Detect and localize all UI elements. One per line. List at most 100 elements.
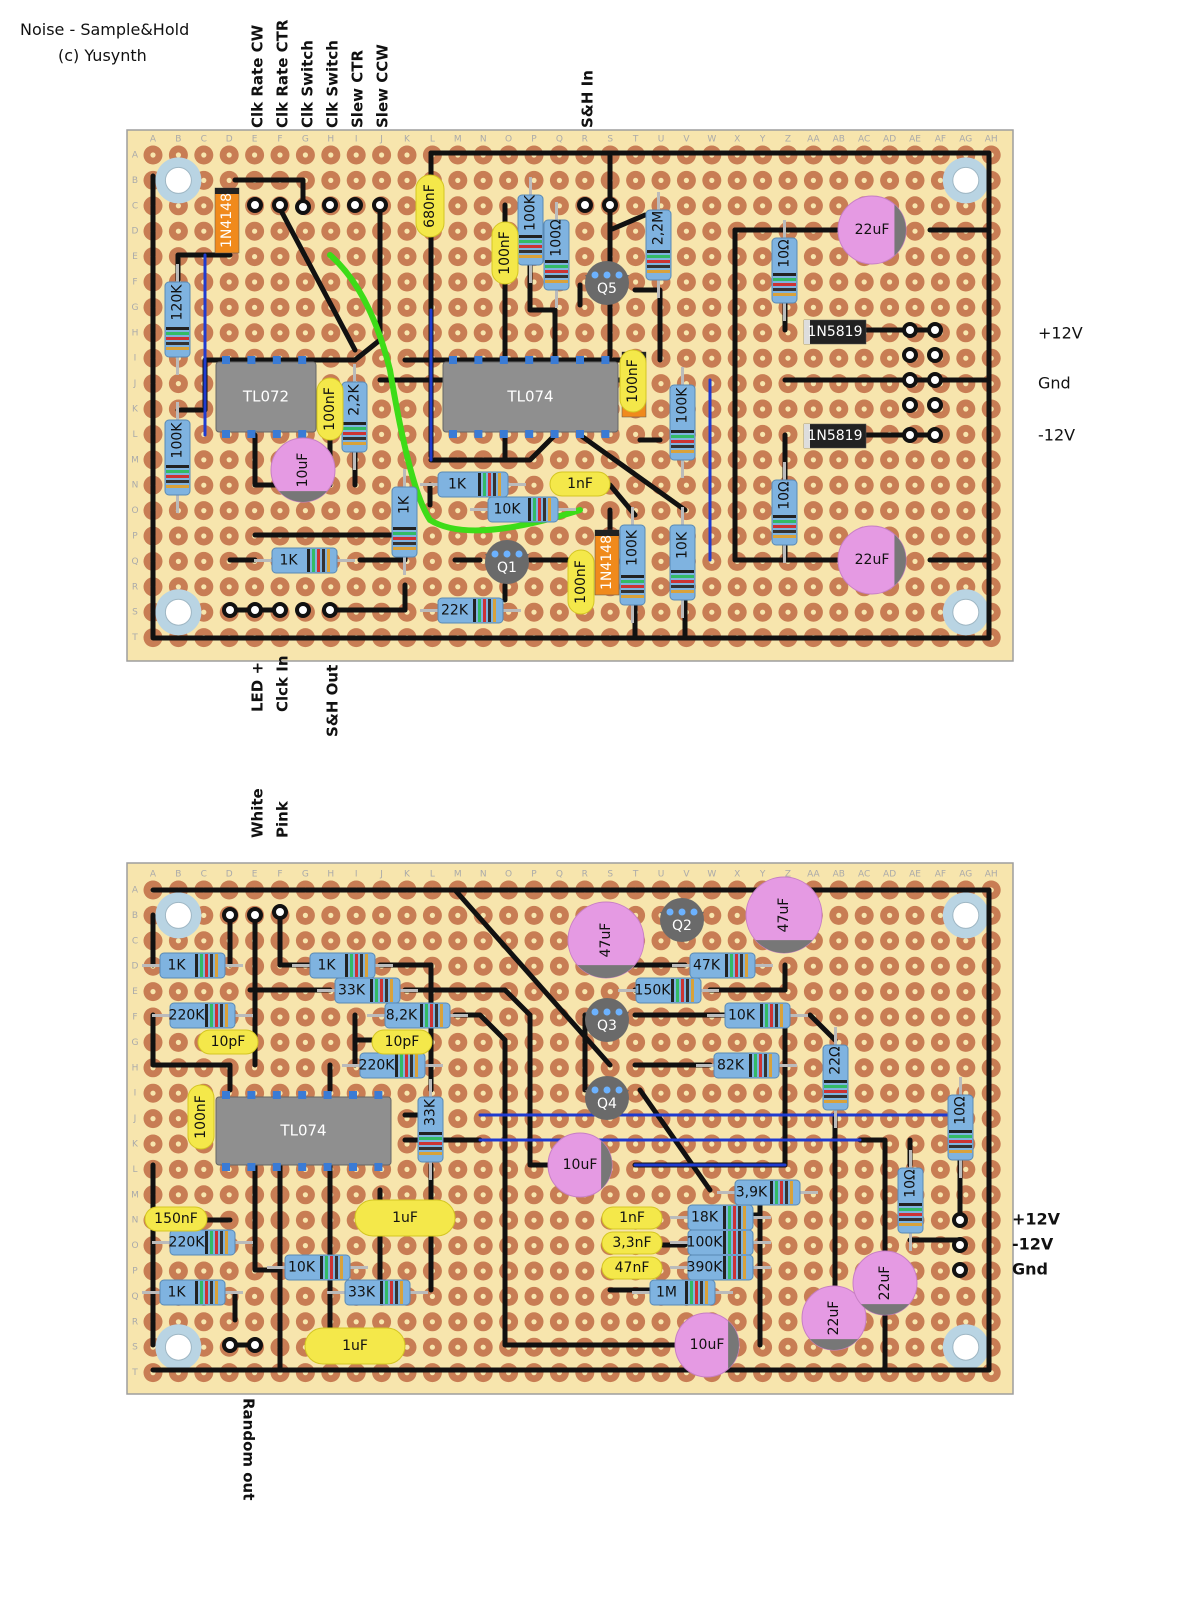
- pad-hole: [455, 304, 461, 310]
- resistor-value: 10K: [675, 531, 691, 559]
- pad-hole: [937, 963, 944, 969]
- pad-hole: [302, 279, 308, 285]
- row-letter: M: [131, 1190, 139, 1200]
- connector-pin: [902, 347, 918, 363]
- pad-hole: [302, 304, 308, 310]
- pad-hole: [785, 1243, 791, 1249]
- connector-pin: [602, 197, 618, 213]
- pad-hole: [709, 177, 715, 183]
- pad-hole: [810, 279, 817, 285]
- resistor-value: 100K: [625, 529, 641, 566]
- power-label: Gnd: [1038, 374, 1071, 393]
- resistor: [649, 1279, 716, 1306]
- pad-hole: [175, 1090, 181, 1096]
- pad-hole: [175, 1268, 181, 1274]
- pad-hole: [582, 228, 588, 234]
- pad-hole: [734, 584, 740, 590]
- pad-hole: [556, 963, 563, 969]
- pad-hole: [760, 1116, 766, 1122]
- pad-hole: [302, 1039, 308, 1045]
- pad-hole: [836, 508, 842, 514]
- capacitor-value: 100nF: [573, 560, 589, 604]
- pad-hole: [556, 1217, 563, 1223]
- resistor-value: 220K: [169, 1235, 206, 1251]
- connector-pin: [902, 397, 918, 413]
- pad-hole: [556, 989, 563, 995]
- pad-hole: [480, 584, 486, 590]
- row-letter: F: [132, 278, 137, 288]
- pad-hole: [734, 1293, 740, 1299]
- pad-hole: [658, 381, 664, 387]
- pad-hole: [633, 304, 639, 310]
- pad-hole: [455, 203, 461, 209]
- pad-hole: [480, 963, 486, 969]
- diode-label: 1N4148: [599, 535, 615, 590]
- resistor-value: 2,2K: [347, 383, 363, 415]
- ic-label: TL074: [279, 1122, 326, 1140]
- pad-hole: [810, 1141, 817, 1147]
- pad-hole: [760, 482, 766, 488]
- pad-hole: [887, 938, 893, 944]
- mounting-hole-center: [952, 901, 980, 929]
- pad-hole: [506, 177, 512, 183]
- resistor-value: 10K: [728, 1008, 756, 1024]
- pad-hole: [607, 1319, 613, 1325]
- pad-hole: [658, 558, 664, 565]
- pad-hole: [201, 203, 207, 209]
- pad-hole: [429, 1344, 435, 1350]
- pad-hole: [887, 1141, 893, 1147]
- pad-hole: [861, 912, 867, 919]
- connector-label: S&H Out: [324, 665, 342, 737]
- row-letter: O: [131, 1241, 138, 1251]
- pad-hole: [455, 584, 461, 590]
- pad-hole: [582, 1243, 588, 1249]
- column-letter: P: [531, 135, 537, 145]
- row-letter: N: [132, 481, 139, 491]
- pad-hole: [175, 1319, 181, 1325]
- pad-hole: [455, 1344, 461, 1350]
- column-letter: A: [150, 135, 157, 145]
- pad-hole: [429, 533, 435, 539]
- pad-hole: [277, 304, 283, 310]
- resistor-value: 100K: [170, 422, 186, 459]
- pad-hole: [937, 279, 944, 285]
- pad-hole: [683, 355, 690, 361]
- column-letter: AE: [909, 870, 921, 880]
- pad-hole: [836, 457, 842, 463]
- electrolytic-capacitor: [270, 437, 336, 503]
- column-letter: Q: [556, 135, 563, 145]
- pad-hole: [353, 1243, 359, 1249]
- pad-hole: [404, 279, 410, 285]
- resistor-value: 22K: [441, 603, 469, 619]
- pad-hole: [810, 1116, 817, 1122]
- row-letter: N: [132, 1216, 139, 1226]
- pad-hole: [760, 355, 766, 361]
- column-letter: H: [327, 870, 334, 880]
- pad-hole: [201, 1192, 207, 1198]
- column-letter: D: [226, 870, 233, 880]
- pad-hole: [836, 533, 842, 539]
- connector-pin: [927, 372, 943, 388]
- pad-hole: [277, 254, 283, 260]
- pad-hole: [861, 1166, 867, 1172]
- capacitor-value: 10pF: [385, 1034, 420, 1050]
- pad-hole: [302, 1217, 308, 1223]
- connector-label: Random out: [240, 1398, 258, 1500]
- pad-hole: [353, 584, 359, 590]
- pad-hole: [912, 1039, 918, 1045]
- pad-hole: [861, 1141, 867, 1147]
- pad-hole: [887, 1166, 893, 1172]
- row-letter: H: [132, 328, 139, 338]
- pad-hole: [480, 254, 486, 260]
- column-letter: M: [454, 135, 462, 145]
- pad-hole: [328, 228, 334, 234]
- capacitor-value: 10uF: [295, 453, 311, 488]
- pad-hole: [201, 533, 207, 539]
- connector-label: White: [249, 788, 267, 838]
- resistor: [724, 1002, 791, 1029]
- pad-hole: [887, 406, 893, 412]
- mounting-hole-center: [164, 901, 192, 929]
- pad-hole: [785, 355, 791, 361]
- column-letter: D: [226, 135, 233, 145]
- pad-hole: [582, 457, 588, 463]
